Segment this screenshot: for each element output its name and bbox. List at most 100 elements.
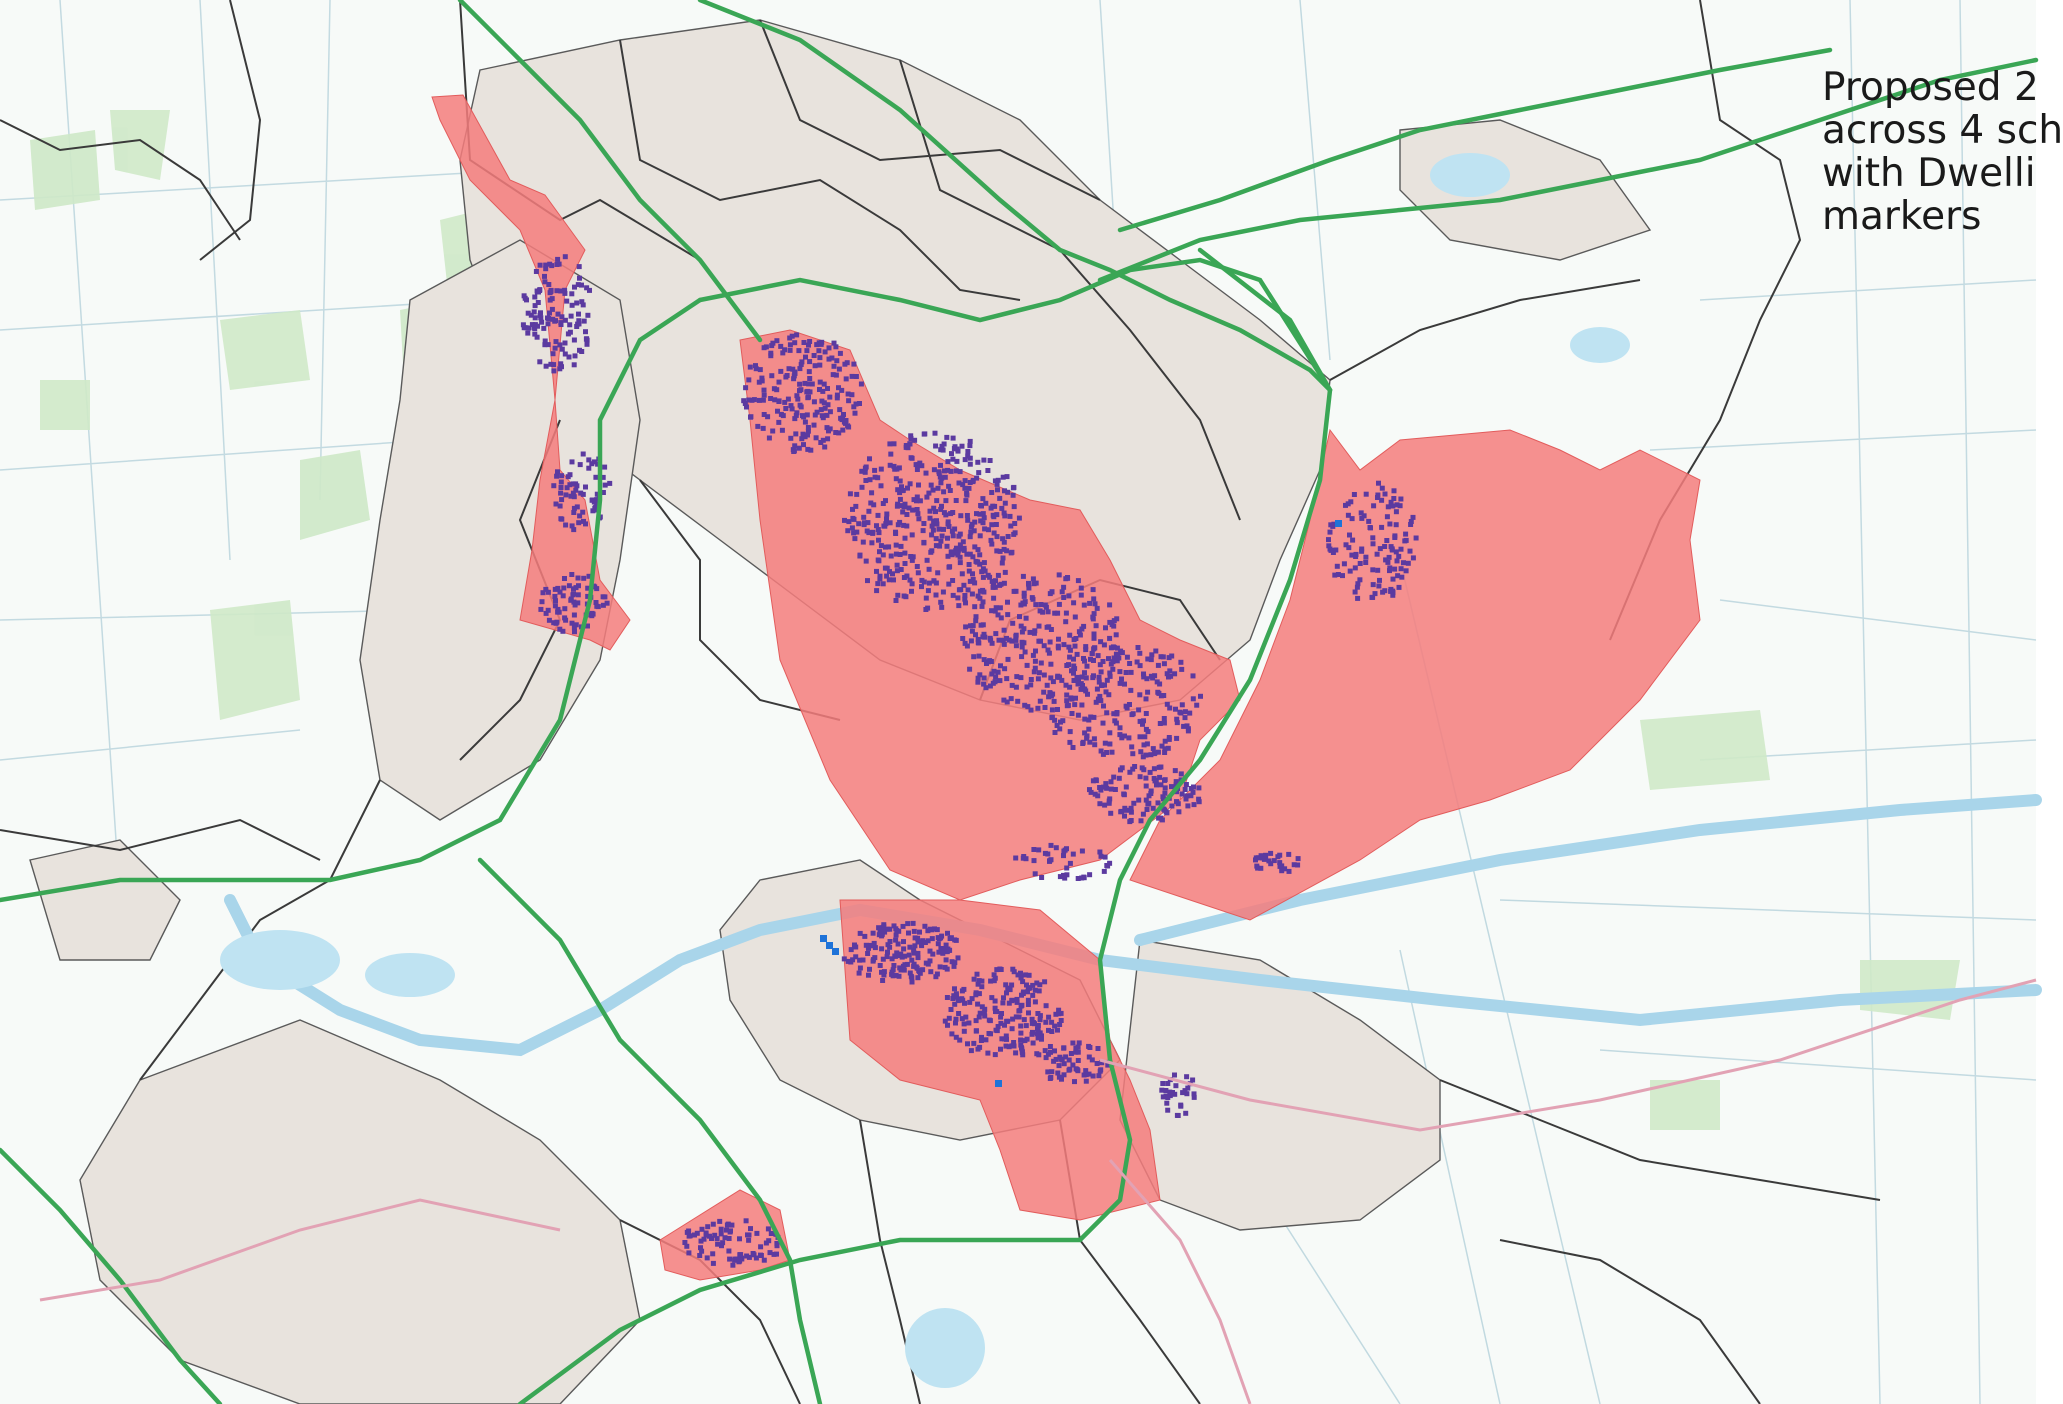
dwelling-marker <box>852 410 858 416</box>
dwelling-marker <box>1104 677 1110 683</box>
dwelling-marker <box>876 530 882 536</box>
dwelling-marker <box>1111 655 1117 661</box>
dwelling-marker <box>1073 1045 1079 1051</box>
dwelling-markers <box>520 254 1419 1268</box>
dwelling-marker <box>966 568 972 574</box>
dwelling-marker <box>545 607 551 613</box>
dwelling-marker <box>572 353 578 359</box>
dwelling-marker <box>1145 729 1151 735</box>
dwelling-marker <box>551 483 557 489</box>
dwelling-marker <box>820 437 826 443</box>
dwelling-marker <box>986 527 991 533</box>
dwelling-marker <box>1025 704 1031 710</box>
dwelling-marker <box>1004 990 1009 996</box>
dwelling-marker <box>791 376 797 382</box>
dwelling-marker <box>806 369 812 375</box>
dwelling-marker <box>1012 521 1018 526</box>
dwelling-marker <box>1049 1029 1055 1034</box>
dwelling-marker <box>1398 566 1404 572</box>
dwelling-marker <box>969 521 975 527</box>
dwelling-marker <box>914 467 920 472</box>
dwelling-marker <box>1382 491 1388 497</box>
dwelling-marker <box>904 573 910 579</box>
dwelling-marker <box>982 568 988 574</box>
dwelling-marker <box>857 401 862 406</box>
dwelling-marker <box>945 1022 950 1028</box>
dwelling-marker <box>768 1231 774 1236</box>
dwelling-marker <box>562 340 568 346</box>
dwelling-marker <box>989 671 995 677</box>
dwelling-marker <box>914 494 920 500</box>
dwelling-marker <box>1011 484 1017 490</box>
dwelling-marker <box>927 958 933 964</box>
dwelling-marker <box>1109 622 1115 628</box>
dwelling-marker <box>1083 644 1089 650</box>
dwelling-marker <box>935 485 941 491</box>
dwelling-marker <box>793 431 799 437</box>
dwelling-marker <box>836 430 842 436</box>
dwelling-marker <box>882 565 888 571</box>
dwelling-marker <box>1075 1049 1081 1055</box>
dwelling-marker <box>993 1009 998 1014</box>
dwelling-marker <box>951 993 957 999</box>
dwelling-marker <box>1190 789 1196 795</box>
dwelling-marker <box>872 945 878 951</box>
dwelling-marker <box>1025 989 1030 995</box>
dwelling-marker <box>1353 551 1359 557</box>
dwelling-marker <box>1066 1057 1072 1063</box>
dwelling-marker <box>1148 752 1154 758</box>
dwelling-marker <box>933 974 939 980</box>
dwelling-marker <box>844 360 850 366</box>
dwelling-marker <box>569 302 575 308</box>
dwelling-marker <box>970 623 976 629</box>
dwelling-marker <box>783 406 789 411</box>
dwelling-marker <box>1036 1052 1042 1058</box>
dwelling-marker <box>806 342 811 348</box>
dwelling-marker <box>969 591 975 597</box>
dwelling-marker <box>945 553 951 559</box>
dwelling-marker <box>1162 790 1168 796</box>
caption-line-1: Proposed 2 <box>1822 65 2039 110</box>
dwelling-marker <box>1194 702 1200 708</box>
dwelling-marker <box>995 669 1001 675</box>
dwelling-marker <box>697 1253 703 1258</box>
dwelling-marker <box>1172 768 1178 774</box>
dwelling-marker <box>594 491 600 497</box>
dwelling-marker <box>1174 1112 1180 1118</box>
dwelling-marker <box>837 407 843 413</box>
dwelling-marker <box>955 552 961 558</box>
dwelling-marker <box>871 940 877 946</box>
dwelling-marker <box>574 504 580 510</box>
dwelling-marker <box>788 403 794 409</box>
dwelling-marker <box>1143 783 1149 789</box>
dwelling-marker <box>555 311 561 317</box>
dwelling-marker <box>909 557 915 563</box>
dwelling-marker <box>805 446 811 452</box>
dwelling-marker <box>907 441 913 447</box>
dwelling-marker <box>1092 601 1098 607</box>
dwelling-marker <box>1122 805 1128 811</box>
dwelling-marker <box>963 600 968 606</box>
dwelling-marker <box>1158 782 1164 788</box>
dwelling-marker <box>1095 696 1101 702</box>
dwelling-marker <box>974 475 980 481</box>
dwelling-marker <box>793 412 799 418</box>
dwelling-marker <box>537 262 543 268</box>
dwelling-marker <box>1403 531 1409 537</box>
dwelling-marker <box>1049 1069 1055 1075</box>
dwelling-marker <box>542 342 548 348</box>
dwelling-marker <box>939 443 945 449</box>
dwelling-marker <box>908 455 914 461</box>
dwelling-marker <box>1386 554 1392 560</box>
dwelling-marker <box>571 505 577 511</box>
dwelling-marker <box>1413 535 1419 541</box>
dwelling-marker <box>1366 518 1372 524</box>
dwelling-marker <box>866 972 871 978</box>
dwelling-marker <box>746 377 752 383</box>
dwelling-marker <box>722 1235 728 1241</box>
dwelling-marker <box>1058 1018 1064 1023</box>
dwelling-marker <box>874 588 880 594</box>
dwelling-marker <box>1039 1033 1044 1039</box>
dwelling-marker <box>852 536 858 542</box>
dwelling-marker <box>1341 561 1347 567</box>
